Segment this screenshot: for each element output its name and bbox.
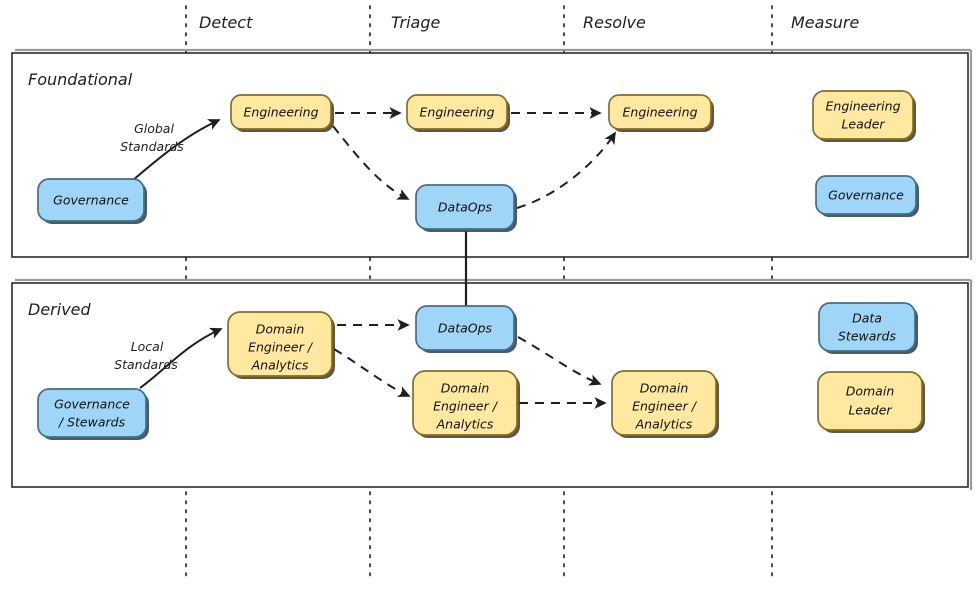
node-body[interactable]: [611, 370, 717, 436]
node-label-line2: Engineer /: [433, 399, 499, 414]
node-body[interactable]: [415, 305, 515, 351]
node-domain-engineer-detect[interactable]: Domain Engineer / Analytics: [227, 311, 335, 379]
node-body[interactable]: [37, 388, 147, 438]
node-label-line1: Engineering: [826, 99, 901, 114]
node-label-line3: Analytics: [635, 417, 693, 432]
node-governance-foundational[interactable]: Governance: [37, 178, 147, 224]
node-body[interactable]: [412, 370, 518, 436]
column-header-detect: Detect: [199, 13, 253, 32]
node-domain-engineer-resolve[interactable]: Domain Engineer / Analytics: [611, 370, 719, 438]
edge-label-global-standards-line2: Standards: [120, 139, 184, 154]
node-label-line2: / Stewards: [58, 415, 126, 430]
node-governance-stewards[interactable]: Governance / Stewards: [37, 388, 149, 440]
column-header-resolve: Resolve: [583, 13, 646, 32]
lane-foundational-title: Foundational: [28, 70, 133, 89]
node-body[interactable]: [37, 178, 145, 222]
node-label: DataOps: [438, 200, 493, 215]
column-header-measure: Measure: [791, 13, 860, 32]
edge-gov-stewards-to-domain-detect: [139, 327, 223, 389]
node-body[interactable]: [415, 184, 515, 230]
node-label: Engineering: [420, 105, 495, 120]
node-dataops-derived[interactable]: DataOps: [415, 305, 517, 353]
node-label-line1: Domain: [256, 322, 305, 337]
node-label-line1: Data: [852, 311, 882, 326]
node-body[interactable]: [227, 311, 333, 377]
node-engineering-detect[interactable]: Engineering: [230, 94, 334, 132]
node-label-line1: Domain: [640, 381, 689, 396]
node-body[interactable]: [812, 90, 914, 140]
node-label-line2: Leader: [848, 403, 892, 418]
node-engineering-resolve[interactable]: Engineering: [608, 94, 714, 132]
node-engineering-triage[interactable]: Engineering: [406, 94, 510, 132]
node-engineering-leader[interactable]: Engineering Leader: [812, 90, 916, 142]
edge-domain-detect-to-domain-triage: [333, 348, 411, 397]
edge-label-global-standards-line1: Global: [134, 121, 174, 136]
node-label-line2: Engineer /: [248, 340, 314, 355]
node-body[interactable]: [406, 94, 508, 130]
node-data-stewards[interactable]: Data Stewards: [818, 302, 918, 354]
node-body[interactable]: [230, 94, 332, 130]
node-domain-leader[interactable]: Domain Leader: [817, 371, 925, 433]
node-domain-engineer-triage[interactable]: Domain Engineer / Analytics: [412, 370, 520, 438]
node-governance-measure[interactable]: Governance: [815, 175, 919, 217]
lane-derived-shadow: [15, 278, 973, 490]
node-label-line2: Leader: [841, 117, 885, 132]
node-body[interactable]: [815, 175, 917, 215]
node-body[interactable]: [818, 302, 916, 352]
node-label: Governance: [828, 188, 904, 203]
derived-edges: Local Standards: [114, 319, 607, 409]
lane-foundational-shadow: [15, 48, 973, 260]
node-label: Engineering: [623, 105, 698, 120]
edge-label-local-standards-line1: Local: [131, 339, 164, 354]
node-label-line1: Domain: [846, 384, 895, 399]
node-label-line2: Engineer /: [632, 399, 698, 414]
node-label-line2: Stewards: [838, 329, 896, 344]
node-label-line1: Domain: [441, 381, 490, 396]
edge-label-local-standards-line2: Standards: [114, 357, 178, 372]
node-body[interactable]: [817, 371, 923, 431]
column-header-triage: Triage: [391, 13, 441, 32]
node-body[interactable]: [608, 94, 712, 130]
edge-dataops-to-domain-resolve: [517, 336, 602, 386]
node-label-line1: Governance: [54, 397, 130, 412]
node-label: DataOps: [438, 321, 493, 336]
node-label: Governance: [53, 193, 129, 208]
node-label-line3: Analytics: [436, 417, 494, 432]
lane-derived-title: Derived: [28, 300, 92, 319]
node-dataops-foundational[interactable]: DataOps: [415, 184, 517, 232]
edge-dataops-to-eng-resolve: [516, 131, 616, 209]
column-headers: Detect Triage Resolve Measure: [199, 13, 860, 32]
node-label-line3: Analytics: [251, 358, 309, 373]
node-label: Engineering: [244, 105, 319, 120]
